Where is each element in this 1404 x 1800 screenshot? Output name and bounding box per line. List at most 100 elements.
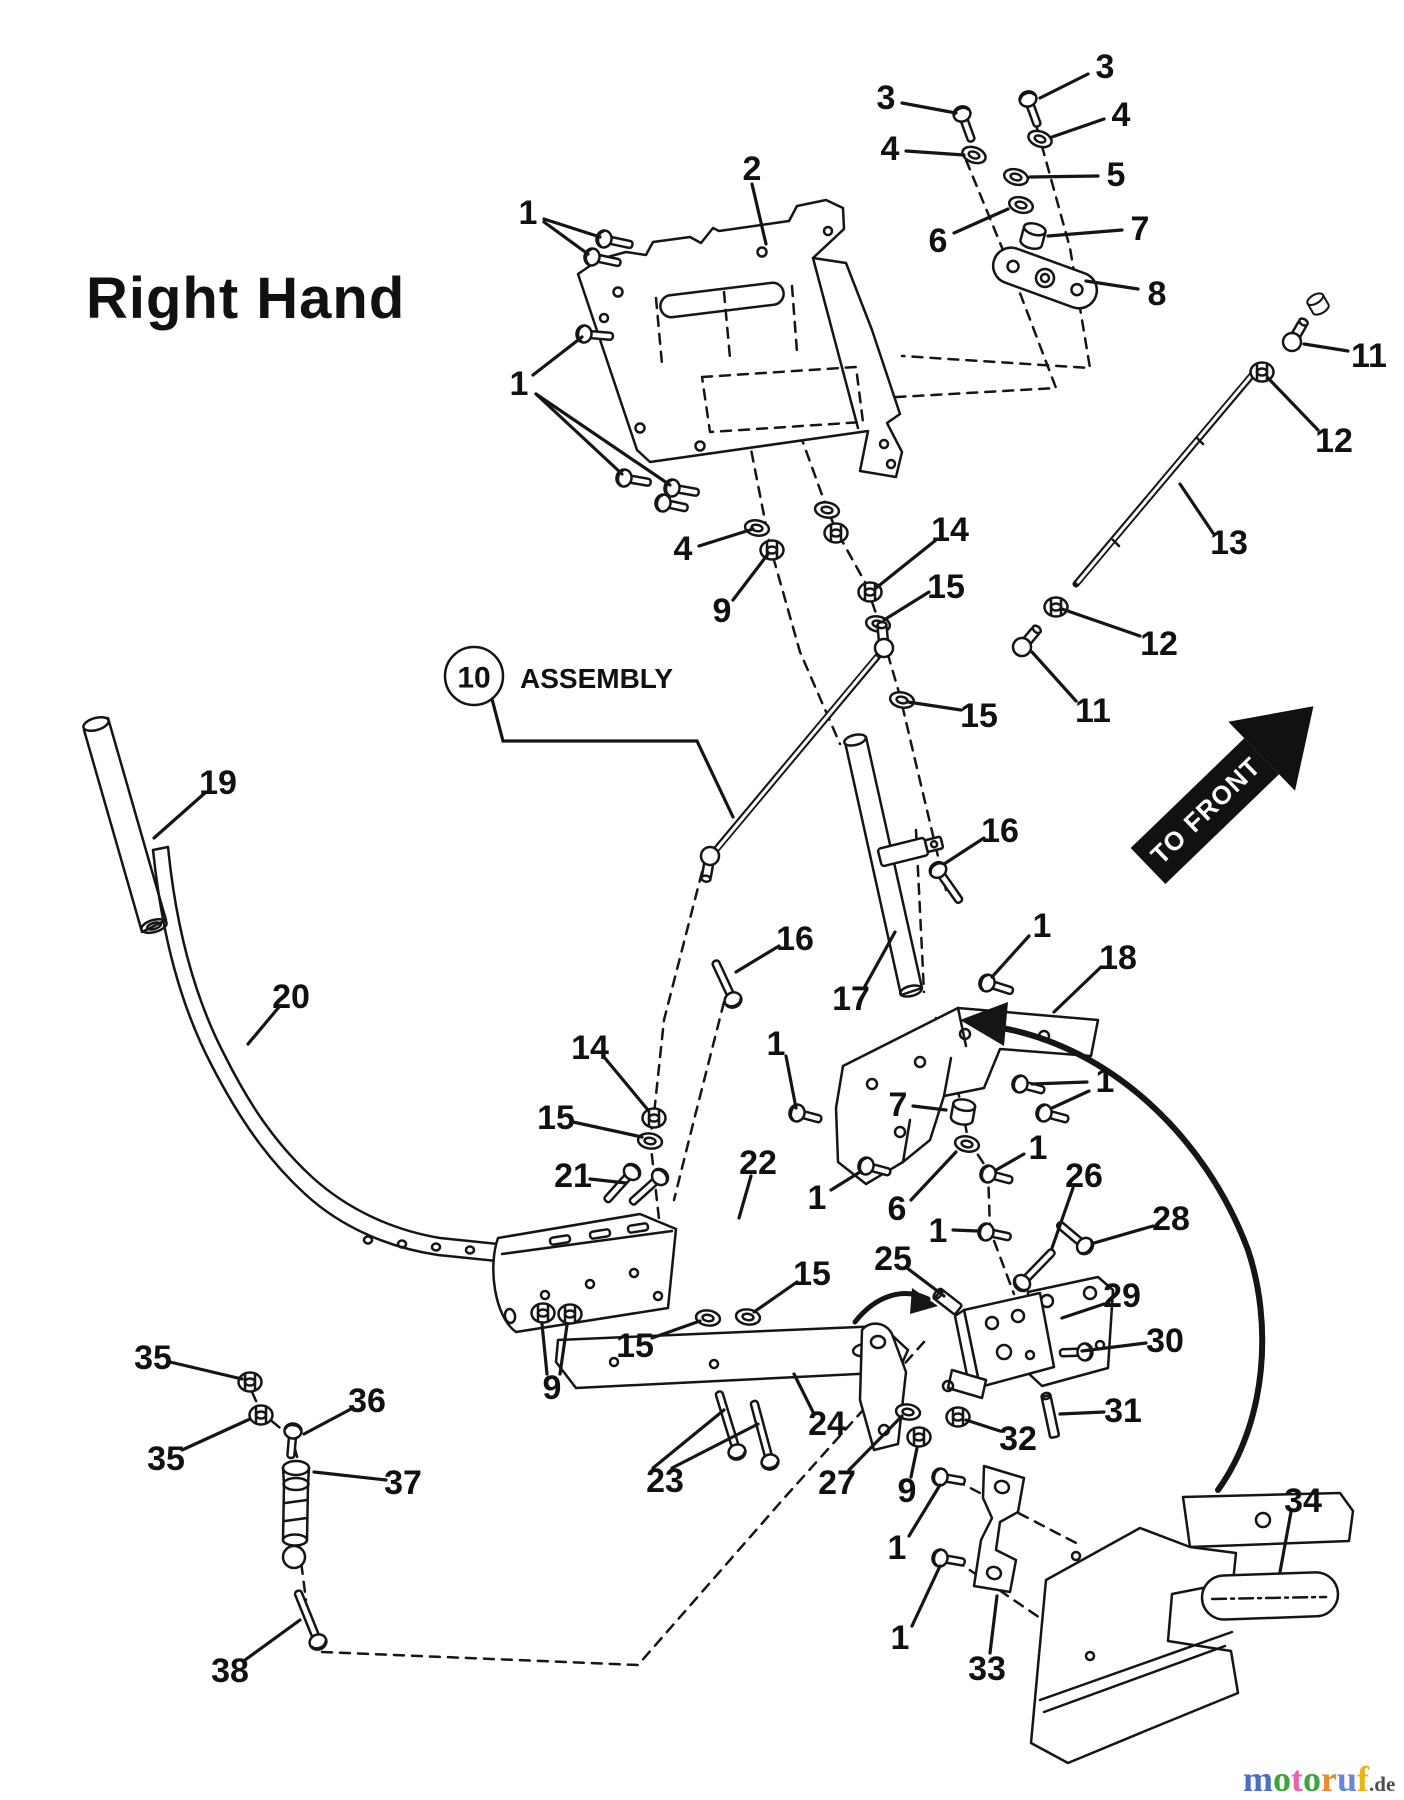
callout-leader (951, 1228, 980, 1233)
assembly-callout: 10 ASSEMBLY (443, 645, 735, 819)
callout-leader (752, 1280, 799, 1314)
callout-label: 30 (1146, 1322, 1184, 1360)
fastener-bolt (788, 1103, 823, 1124)
callout-leader (942, 836, 986, 866)
watermark-logo[interactable]: motoruf.de (1243, 1759, 1395, 1799)
callout-label: 19 (199, 764, 237, 802)
fastener-ball (873, 620, 895, 659)
part-29-switch-assembly (858, 1275, 1115, 1452)
fastener-bush (1306, 292, 1330, 316)
assembly-callout-number: 10 (457, 662, 490, 695)
callout-label: 1 (1033, 907, 1052, 945)
part-10-tie-rod-link (710, 652, 882, 856)
watermark-letter[interactable]: o (1303, 1759, 1321, 1799)
fastener-ball (699, 845, 721, 883)
callout-leader (911, 1104, 948, 1112)
callout-label: 14 (571, 1029, 609, 1067)
callout-label: 24 (808, 1405, 846, 1443)
fastener-nut (237, 1371, 263, 1393)
callout-label: 32 (999, 1420, 1037, 1458)
fastener-bolt (931, 1467, 967, 1487)
fastener-nut (248, 1404, 274, 1426)
watermark-suffix[interactable]: .de (1369, 1772, 1395, 1796)
fastener-bush (949, 1098, 977, 1126)
callout-leader (1046, 228, 1124, 238)
callout-label: 1 (929, 1212, 948, 1250)
callout-leader (534, 392, 624, 476)
callout-leader (1084, 279, 1140, 291)
callout-label: 11 (1075, 692, 1111, 730)
part-20-control-rod (151, 845, 549, 1268)
callout-label: 12 (1315, 422, 1353, 460)
callout-leader (1030, 1080, 1089, 1086)
callout-label: 5 (1107, 156, 1126, 194)
watermark-letter[interactable]: o (1273, 1759, 1291, 1799)
callout-label: 35 (147, 1440, 185, 1478)
callout-leader (792, 1372, 815, 1414)
callout-leader (904, 149, 966, 157)
callout-leader (246, 1005, 281, 1046)
watermark-letter[interactable]: t (1291, 1759, 1303, 1799)
callout-label: 6 (929, 222, 948, 260)
fastener-washer (636, 1132, 664, 1150)
watermark-letter[interactable]: r (1321, 1759, 1337, 1799)
fastener-washer (1027, 129, 1053, 149)
callout-label: 29 (1103, 1277, 1141, 1315)
callout-label: 11 (1351, 337, 1387, 375)
callout-leader (900, 101, 958, 115)
callout-label: 1 (808, 1179, 827, 1217)
callout-leader (1038, 72, 1090, 100)
callout-leader (1092, 1224, 1155, 1245)
part-33-link-strap (972, 1464, 1026, 1594)
callout-label: 36 (348, 1382, 386, 1420)
fastener-bolt (293, 1589, 328, 1651)
callout-leader (180, 1417, 252, 1452)
callout-label: 12 (1140, 625, 1178, 663)
callout-leader (990, 934, 1031, 979)
dashed-line (746, 432, 842, 746)
fastener-bolt (1055, 1220, 1095, 1256)
callout-label: 14 (931, 511, 969, 549)
callout-label: 1 (1029, 1129, 1048, 1167)
callout-leader (152, 790, 208, 840)
watermark-letter[interactable]: u (1337, 1759, 1357, 1799)
callout-label: 1 (519, 194, 538, 232)
dashed-line (672, 1000, 726, 1202)
callout-leader (558, 1323, 569, 1376)
fastener-washer (888, 691, 916, 709)
callout-label: 7 (889, 1086, 908, 1124)
callout-label: 15 (537, 1099, 575, 1137)
callout-leader (910, 1564, 942, 1628)
watermark-letter[interactable]: f (1357, 1759, 1370, 1799)
watermark-letter[interactable]: m (1243, 1759, 1273, 1799)
fastener-nut (1043, 596, 1069, 618)
page-title: Right Hand (86, 266, 405, 331)
fastener-nut (641, 1107, 667, 1129)
callout-leader (882, 590, 931, 622)
callout-label: 25 (874, 1240, 912, 1278)
callout-label: 4 (674, 530, 693, 568)
callout-leader (952, 207, 1010, 235)
assembly-callout-label: ASSEMBLY (520, 663, 673, 694)
callout-label: 9 (713, 592, 732, 630)
part-24-support-bar (554, 1324, 910, 1390)
callout-leader (1302, 342, 1350, 353)
callout-leader (1266, 376, 1320, 432)
fastener-nut (823, 522, 849, 544)
callout-leader (737, 1174, 753, 1220)
fastener-bolt (663, 478, 700, 498)
fastener-nut (1249, 361, 1275, 383)
fastener-pin (1040, 1391, 1061, 1439)
fastener-bolt (978, 973, 1015, 996)
callout-leader (829, 1170, 862, 1192)
to-front-arrow: TO FRONT (1130, 706, 1314, 884)
fastener-bolt (928, 860, 964, 905)
callout-leader (784, 1054, 798, 1110)
callout-leader (994, 1152, 1026, 1172)
watermark-word[interactable]: motoruf.de (1243, 1759, 1395, 1799)
callout-leader (907, 1483, 942, 1538)
part-37-spring-plunger (281, 1459, 311, 1570)
